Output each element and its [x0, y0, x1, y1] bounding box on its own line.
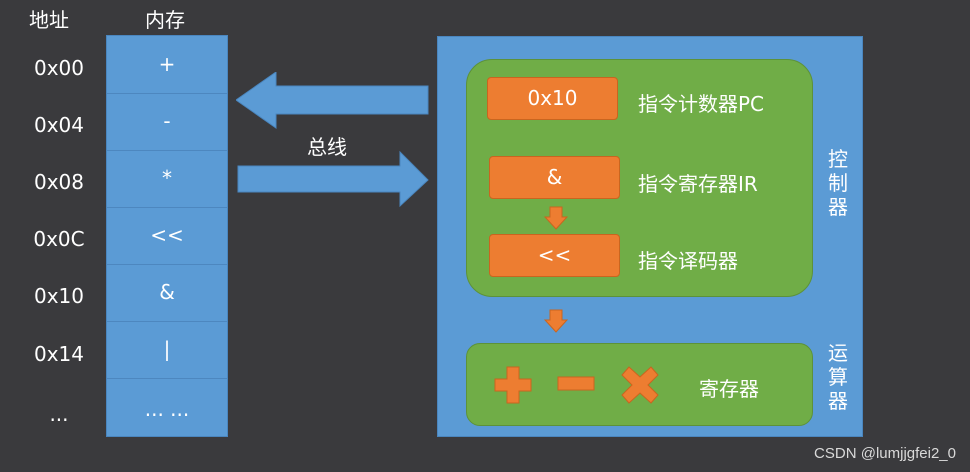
address-header: 地址 [29, 8, 69, 32]
ir-label: 指令寄存器IR [638, 172, 758, 196]
minus-icon [557, 376, 595, 391]
alu-label-char: 算 [828, 365, 848, 389]
address-label: ... [49, 402, 69, 426]
arrow-down-icon [544, 309, 568, 333]
address-label: 0x0C [33, 227, 85, 251]
address-label: 0x08 [33, 170, 84, 194]
memory-cell: & [107, 264, 227, 322]
memory-cell: ... ... [144, 397, 190, 421]
alu-label-char: 器 [828, 389, 848, 413]
memory-cell: | [107, 321, 227, 379]
memory-column: + - * << & | ... ... [106, 35, 228, 437]
ir-value-box: & [489, 156, 620, 199]
pc-value-box: 0x10 [487, 77, 618, 120]
pc-label: 指令计数器PC [638, 92, 765, 116]
memory-cell: << [107, 207, 227, 265]
controller-label-char: 器 [828, 195, 848, 219]
times-icon [621, 366, 659, 404]
decoder-label: 指令译码器 [638, 249, 738, 273]
memory-cell: * [107, 150, 227, 208]
memory-header: 内存 [145, 8, 185, 32]
decoder-value-box: << [489, 234, 620, 277]
bus-arrows [236, 72, 429, 208]
arrow-left-icon [236, 72, 429, 129]
address-label: 0x00 [33, 56, 84, 80]
address-label: 0x14 [33, 342, 84, 366]
memory-cell: + [107, 36, 227, 94]
arrow-right-icon [237, 150, 429, 208]
alu-label: 运 算 器 [826, 341, 850, 413]
controller-label: 控 制 器 [826, 147, 850, 219]
arrow-down-icon [544, 206, 568, 230]
alu-label-char: 运 [828, 341, 848, 365]
bus-label: 总线 [307, 135, 347, 159]
register-label: 寄存器 [699, 377, 759, 401]
controller-label-char: 制 [828, 171, 848, 195]
watermark: CSDN @lumjjgfei2_0 [814, 445, 956, 462]
address-label: 0x04 [33, 113, 84, 137]
plus-icon [494, 366, 532, 404]
controller-label-char: 控 [828, 147, 848, 171]
address-label: 0x10 [33, 284, 84, 308]
memory-cell: - [107, 93, 227, 151]
